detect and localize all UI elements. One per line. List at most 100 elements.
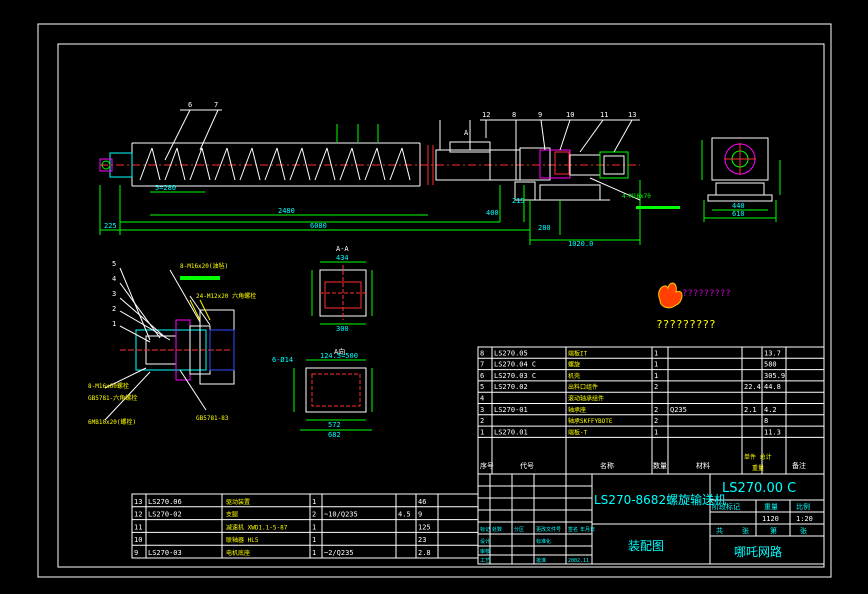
bom-row-qty: 2 [654,383,658,391]
drawing-title: LS270-8682螺旋输送机 [594,492,726,507]
logo-subtext: ????????? [656,318,716,331]
lower-bom-row-no: 12 [134,511,142,519]
drawing-scale: 1:20 [796,515,813,523]
rev-docno: 更改文件号 [536,526,561,533]
bom-row-name: 机壳 [568,372,580,380]
bom-row-no: 7 [480,361,484,369]
bom-row-no: 2 [480,417,484,425]
balloon-12: 12 [482,111,490,119]
company-name: 哪吒网路 [734,544,782,559]
drawing-code: LS270.00 C [722,481,796,496]
lower-bom-row-qty: 1 [312,498,316,506]
logo-text: ????????? [682,289,731,299]
dim-280: 5=280 [155,184,176,192]
lower-bom-row-qty: 1 [312,549,316,557]
dim-225: 225 [104,222,117,230]
aa-dim-300: 300 [336,325,349,333]
lower-bom-row-name: 减速机 XWD1.1-5-87 [226,523,288,531]
rev-mark: 标记 [480,526,490,533]
bom-row-code: LS270.03 C [494,372,536,380]
lower-bom-row-no: 10 [134,536,142,544]
balloon-13: 13 [628,111,636,119]
dim-400: 400 [486,209,499,217]
dim-2480: 2480 [278,207,295,215]
end-view: 440 610 [701,137,781,222]
balloon-10: 10 [566,111,574,119]
lower-bom-row-unit-weight: 4.5 [398,511,411,519]
bom-row-no: 4 [480,395,484,403]
anchor-bolt-note: 4-M16x70 [622,193,651,200]
role-review: 审核 [480,548,490,555]
total-weight: 1120 [762,515,779,523]
dim-280b: 280 [538,224,551,232]
flame-logo-icon [658,282,683,309]
role-process: 工艺 [480,558,490,564]
bom-row-code: LS270.05 [494,349,528,357]
bom-row-name: 轴承SKFFYBOTE [568,417,613,425]
bom-row-unit-weight: 22.4 [744,383,761,391]
balloon-a: A [464,129,469,137]
bom-row-qty: 1 [654,361,658,369]
outer-border [37,23,832,578]
lower-bom-row-qty: 2 [312,511,316,519]
end-dim-1: 440 [732,202,745,210]
sheet-total-unit: 张 [742,526,749,535]
bom-row-qty: 1 [654,428,658,436]
rev-zone: 分区 [514,526,524,533]
lower-bom-row-name: 驱动装置 [226,498,250,506]
lower-bom-row-name: 电机底座 [226,549,250,557]
detail-balloon-3: 3 [112,290,116,298]
dim-215: 215 [512,197,525,205]
bom-header-no: 序号 [480,461,494,470]
section-aa-title: A-A [336,245,349,253]
aa-dim-434: 434 [336,254,349,262]
bom-row-qty: 2 [654,406,658,414]
inner-border [57,43,825,568]
balloon-8: 8 [512,111,516,119]
lower-bom-row-total-weight: 2.8 [418,549,431,557]
bom-header-weight: 单件 总计 [744,453,772,461]
bom-row-no: 6 [480,372,484,380]
balloon-11: 11 [600,111,608,119]
detail-balloons: 5 4 3 2 1 [112,260,116,328]
bom-row-qty: 2 [654,417,658,425]
lower-bom-row-name: 联轴器 HL5 [226,536,259,544]
bom-row-name: 端板-T [568,428,588,436]
bearing-detail [104,267,235,421]
detail-balloon-4: 4 [112,275,116,283]
lower-bom-row-code: LS270-02 [148,511,182,519]
bom-row-code: LS270-01 [494,406,528,414]
balloon-6: 6 [188,101,192,109]
detail-balloon-5: 5 [112,260,116,268]
bom-row-total-weight: 580 [764,361,777,369]
dimension-labels-main: 225 5=280 2480 6080 280 1020.0 215 400 4… [104,184,651,248]
detail-balloon-1: 1 [112,320,116,328]
sheet-no-unit: 张 [800,526,807,535]
bom-row-unit-weight: 2.1 [744,406,757,414]
date-value: 2002.11 [568,558,589,564]
outlet-title: A向 [334,347,345,356]
bom-header-code: 代号 [520,461,534,470]
lower-bom-row-no: 13 [134,498,142,506]
bom-row-total-weight: 4.2 [764,406,777,414]
lower-bom-row-total-weight: 46 [418,498,426,506]
lower-bom-row-total-weight: 9 [418,511,422,519]
bom-row-code: LS270.04 C [494,361,536,369]
balloon-labels-main: 6 7 12 8 9 10 11 13 A [188,101,636,137]
bom-row-name: 滚动轴承组件 [568,395,604,403]
bom-row-no: 1 [480,428,484,436]
scale-header-weight: 重量 [764,503,778,511]
main-conveyor-view [99,109,680,245]
bom-row-total-weight: 11.3 [764,428,781,436]
bom-row-total-weight: 13.7 [764,349,781,357]
section-aa: A-A 434 300 [311,245,373,333]
lower-bom-row-total-weight: 125 [418,523,431,531]
sheet-no-label: 第 [770,526,777,535]
lower-bom-row-qty: 1 [312,536,316,544]
bom-row-code: LS270.02 [494,383,528,391]
rev-date: 年月日 [580,526,595,533]
balloon-9: 9 [538,111,542,119]
